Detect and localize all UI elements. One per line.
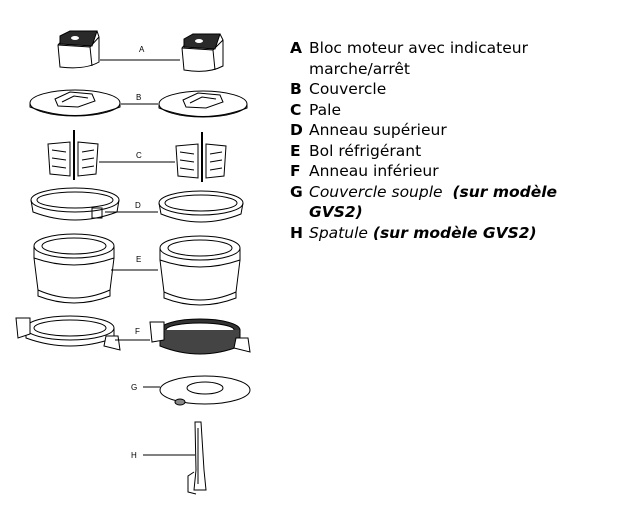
label-c: C	[136, 151, 142, 160]
legend-text: Bol réfrigérant	[309, 141, 422, 160]
legend-text: Spatule	[309, 223, 368, 242]
motor-block-left	[57, 30, 100, 69]
legend-item-b: B Couvercle	[290, 79, 620, 100]
parts-legend: A Bloc moteur avec indicateur marche/arr…	[290, 38, 620, 243]
soft-lid	[159, 375, 251, 406]
legend-note: (sur modèle GVS2)	[372, 223, 537, 242]
spatula	[187, 421, 207, 495]
legend-letter: F	[290, 162, 301, 180]
label-d: D	[135, 201, 141, 210]
legend-text: Anneau supérieur	[309, 121, 447, 139]
legend-item-d: D Anneau supérieur	[290, 120, 620, 141]
paddle-right	[175, 132, 227, 182]
upper-ring-right	[158, 190, 244, 223]
parts-diagram: A B C D	[0, 0, 285, 524]
legend-letter: D	[290, 121, 303, 139]
label-h: H	[131, 451, 137, 460]
legend-letter: B	[290, 80, 302, 98]
lid-right	[158, 90, 248, 118]
label-g: G	[131, 383, 137, 392]
lower-ring-right	[149, 318, 251, 355]
label-f: F	[135, 327, 140, 336]
legend-letter: A	[290, 39, 302, 57]
legend-text: Couvercle souple	[309, 182, 443, 201]
legend-note: (sur modèle	[452, 182, 558, 201]
paddle-left	[47, 130, 99, 180]
upper-ring-left	[30, 187, 120, 221]
legend-item-a: A Bloc moteur avec indicateur marche/arr…	[290, 38, 620, 79]
motor-block-right	[181, 33, 224, 72]
legend-item-h: H Spatule (sur modèle GVS2)	[290, 223, 620, 244]
legend-item-c: C Pale	[290, 100, 620, 121]
legend-text: Anneau inférieur	[309, 162, 439, 180]
legend-text: Pale	[309, 100, 341, 119]
label-b: B	[136, 93, 141, 102]
freezer-bowl-right	[159, 235, 241, 306]
legend-letter: E	[290, 141, 301, 160]
lower-ring-left	[15, 315, 121, 351]
legend-letter: C	[290, 100, 302, 119]
legend-letter: H	[290, 223, 303, 242]
legend-item-g: G Couvercle souple (sur modèle GVS2)	[290, 182, 620, 223]
label-a: A	[139, 45, 145, 54]
legend-text: marche/arrêt	[309, 59, 410, 78]
legend-note: GVS2)	[309, 203, 363, 221]
lid-left	[29, 89, 121, 117]
legend-item-f: F Anneau inférieur	[290, 161, 620, 182]
label-e: E	[136, 255, 141, 264]
legend-item-e: E Bol réfrigérant	[290, 141, 620, 162]
freezer-bowl-left	[33, 233, 115, 304]
legend-letter: G	[290, 182, 303, 201]
legend-text: Couvercle	[309, 80, 387, 98]
legend-text: Bloc moteur avec indicateur	[309, 39, 528, 57]
